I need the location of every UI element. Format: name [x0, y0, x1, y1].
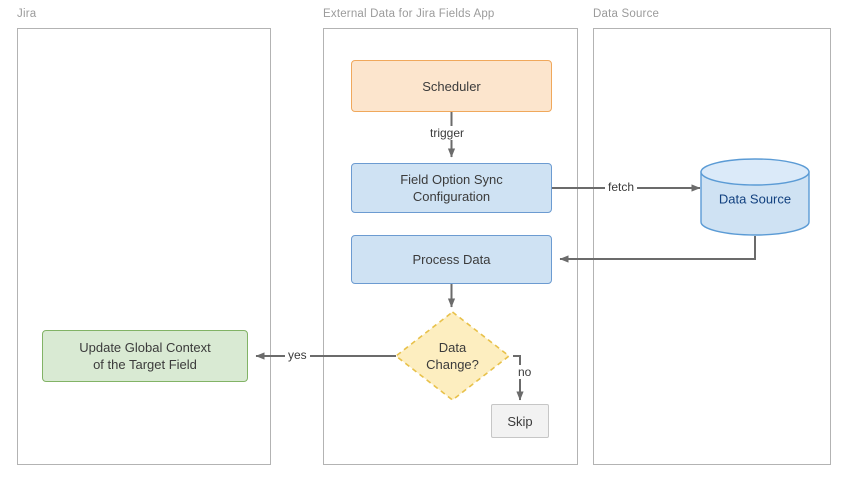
node-field-option-sync-line2: Configuration	[412, 189, 491, 204]
node-process-data-label: Process Data	[412, 252, 491, 267]
node-data-source-cylinder[interactable]: Data Source	[700, 158, 810, 236]
edge-label-yes: yes	[285, 348, 310, 362]
node-data-change-decision[interactable]: Data Change?	[394, 310, 511, 402]
edge-label-trigger: trigger	[427, 126, 468, 140]
node-field-option-sync-configuration[interactable]: Field Option Sync Configuration	[351, 163, 552, 213]
cylinder-shape	[700, 158, 810, 236]
node-update-global-context-line1: Update Global Context	[79, 340, 211, 355]
swimlane-box-jira	[17, 28, 271, 465]
node-skip[interactable]: Skip	[491, 404, 549, 438]
swimlane-label-jira: Jira	[17, 8, 37, 20]
node-field-option-sync-line1: Field Option Sync	[400, 172, 503, 187]
edge-label-fetch: fetch	[605, 180, 638, 194]
node-scheduler-label: Scheduler	[422, 78, 481, 94]
swimlane-box-data-source	[593, 28, 831, 465]
node-process-data[interactable]: Process Data	[351, 235, 552, 284]
swimlane-label-external-data-app: External Data for Jira Fields App	[323, 8, 495, 20]
edge-label-no: no	[515, 365, 535, 379]
diamond-shape	[394, 310, 511, 402]
swimlane-label-data-source: Data Source	[593, 8, 660, 20]
node-update-global-context-line2: of the Target Field	[93, 357, 197, 372]
node-update-global-context[interactable]: Update Global Context of the Target Fiel…	[42, 330, 248, 382]
node-skip-label: Skip	[507, 413, 533, 429]
node-scheduler[interactable]: Scheduler	[351, 60, 552, 112]
